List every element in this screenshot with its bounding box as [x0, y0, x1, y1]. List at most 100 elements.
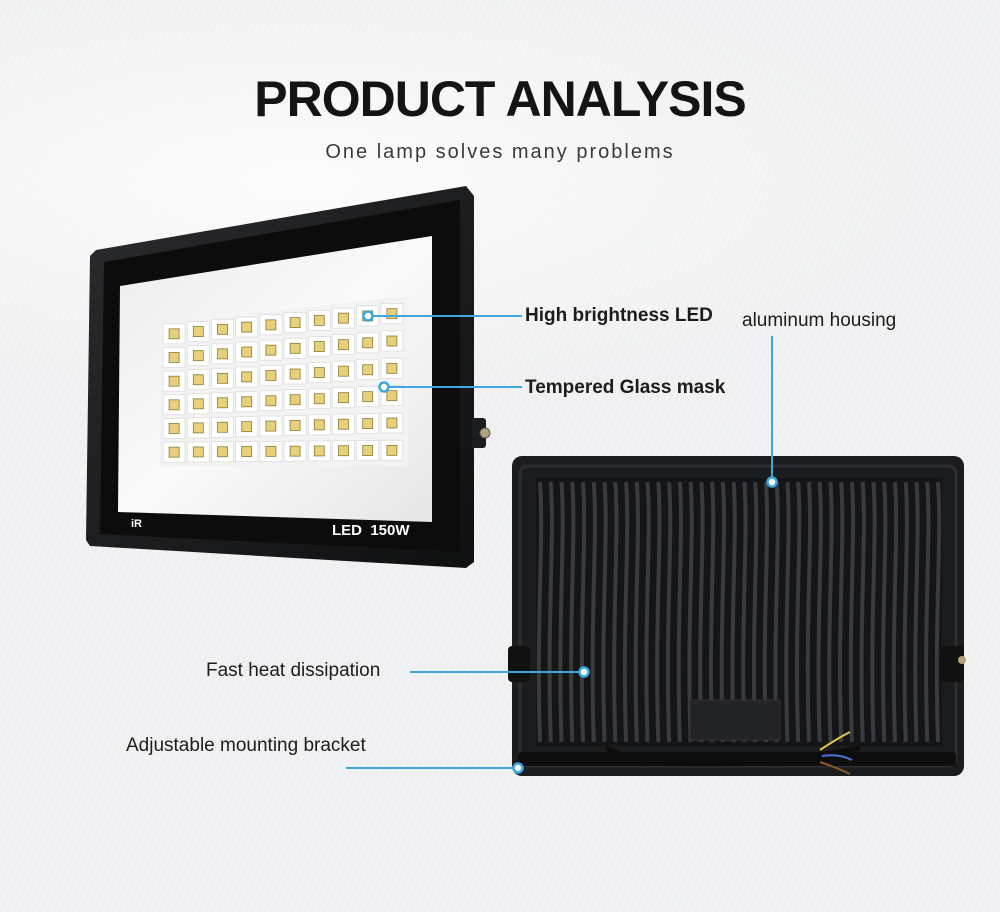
led-chip [386, 362, 398, 374]
led-grid [162, 303, 404, 463]
cooling-fin [870, 481, 877, 743]
led-chip [313, 341, 325, 352]
led-chip [168, 328, 180, 340]
led-chip [217, 323, 228, 335]
wire-blue [821, 754, 853, 761]
led-chip [313, 445, 325, 457]
cooling-fin [665, 481, 673, 743]
led-chip [313, 393, 325, 405]
cooling-fin [827, 481, 834, 743]
label-high-brightness-led: High brightness LED [525, 305, 713, 326]
led-chip [168, 446, 180, 458]
led-chip [338, 392, 349, 404]
led-chip [386, 308, 398, 320]
cooling-fin [719, 481, 727, 743]
led-chip [168, 423, 180, 434]
cooling-fin [655, 481, 662, 743]
cooling-fin [751, 481, 759, 743]
led-chip [362, 337, 374, 349]
cooling-fin [881, 481, 888, 743]
callout-lines [346, 315, 773, 769]
led-chip [338, 312, 349, 324]
cooling-fin [773, 481, 780, 743]
callout-dot-led [362, 310, 374, 322]
cooling-fin [816, 481, 823, 743]
led-chip [362, 391, 374, 403]
led-chip [168, 375, 180, 387]
cooling-fin [741, 481, 748, 743]
cooling-fin [569, 481, 576, 743]
cooling-fin [622, 481, 630, 743]
led-chip [217, 397, 228, 409]
cooling-fin [902, 481, 909, 743]
led-chip [362, 364, 374, 376]
led-chip [192, 398, 204, 410]
led-chip [241, 446, 253, 457]
wire-yellow [819, 731, 851, 751]
back-bracket-left [508, 646, 530, 682]
led-chip [386, 335, 398, 347]
power-cable [604, 745, 861, 767]
led-chip [217, 421, 228, 433]
led-chip [192, 446, 204, 458]
led-chip [338, 418, 349, 430]
front-side-bracket [472, 418, 486, 448]
led-chip [289, 342, 301, 354]
callout-dots [362, 310, 778, 774]
led-chip [265, 344, 277, 356]
cooling-fin [913, 481, 920, 743]
led-chip [313, 314, 325, 326]
cooling-fin [612, 481, 619, 743]
cooling-fin [795, 481, 802, 743]
led-chip [289, 445, 301, 457]
led-chip [362, 445, 374, 456]
led-chip [192, 422, 204, 434]
cooling-fin [601, 481, 608, 743]
cooling-fin [579, 481, 587, 743]
led-chip [241, 321, 253, 333]
front-lamp: iR LED 150W [86, 186, 491, 568]
led-chip [386, 444, 398, 456]
front-logo: iR [131, 518, 142, 530]
page-title: PRODUCT ANALYSIS [254, 71, 746, 127]
cooling-fin [547, 481, 554, 743]
led-chip [192, 374, 204, 386]
led-chip [313, 367, 325, 379]
cooling-fin [859, 481, 866, 743]
led-chip [313, 419, 325, 431]
led-chip [265, 395, 277, 407]
label-aluminum-housing: aluminum housing [742, 310, 897, 331]
cooling-fins [536, 481, 942, 743]
cooling-fin [687, 481, 694, 743]
led-chip [265, 370, 277, 381]
cooling-fin [590, 481, 597, 743]
led-chip [289, 368, 301, 380]
led-chip [241, 421, 253, 433]
led-chip [241, 371, 253, 383]
led-chip [386, 390, 398, 402]
led-chip [168, 399, 180, 411]
cooling-fin [676, 481, 683, 743]
cooling-fin [633, 481, 640, 743]
cooling-fin [762, 481, 770, 743]
led-chip [289, 317, 301, 329]
led-chip [241, 396, 253, 408]
led-chip [338, 339, 349, 351]
led-chip [168, 352, 180, 363]
led-chip [289, 420, 301, 431]
front-bracket-screw [479, 427, 491, 439]
cooling-fin [848, 481, 856, 743]
cooling-fin [934, 481, 942, 743]
led-chip [265, 319, 277, 331]
cooling-fin [805, 481, 813, 743]
led-chip [338, 365, 349, 377]
led-chip [192, 350, 204, 362]
cooling-fin [730, 481, 737, 743]
callout-dot-housing [766, 476, 778, 488]
cooling-fin [784, 481, 791, 743]
callout-dot-glass [378, 381, 390, 393]
callout-dot-bracket [512, 762, 524, 774]
led-chip [289, 394, 301, 406]
led-chip [217, 446, 228, 458]
